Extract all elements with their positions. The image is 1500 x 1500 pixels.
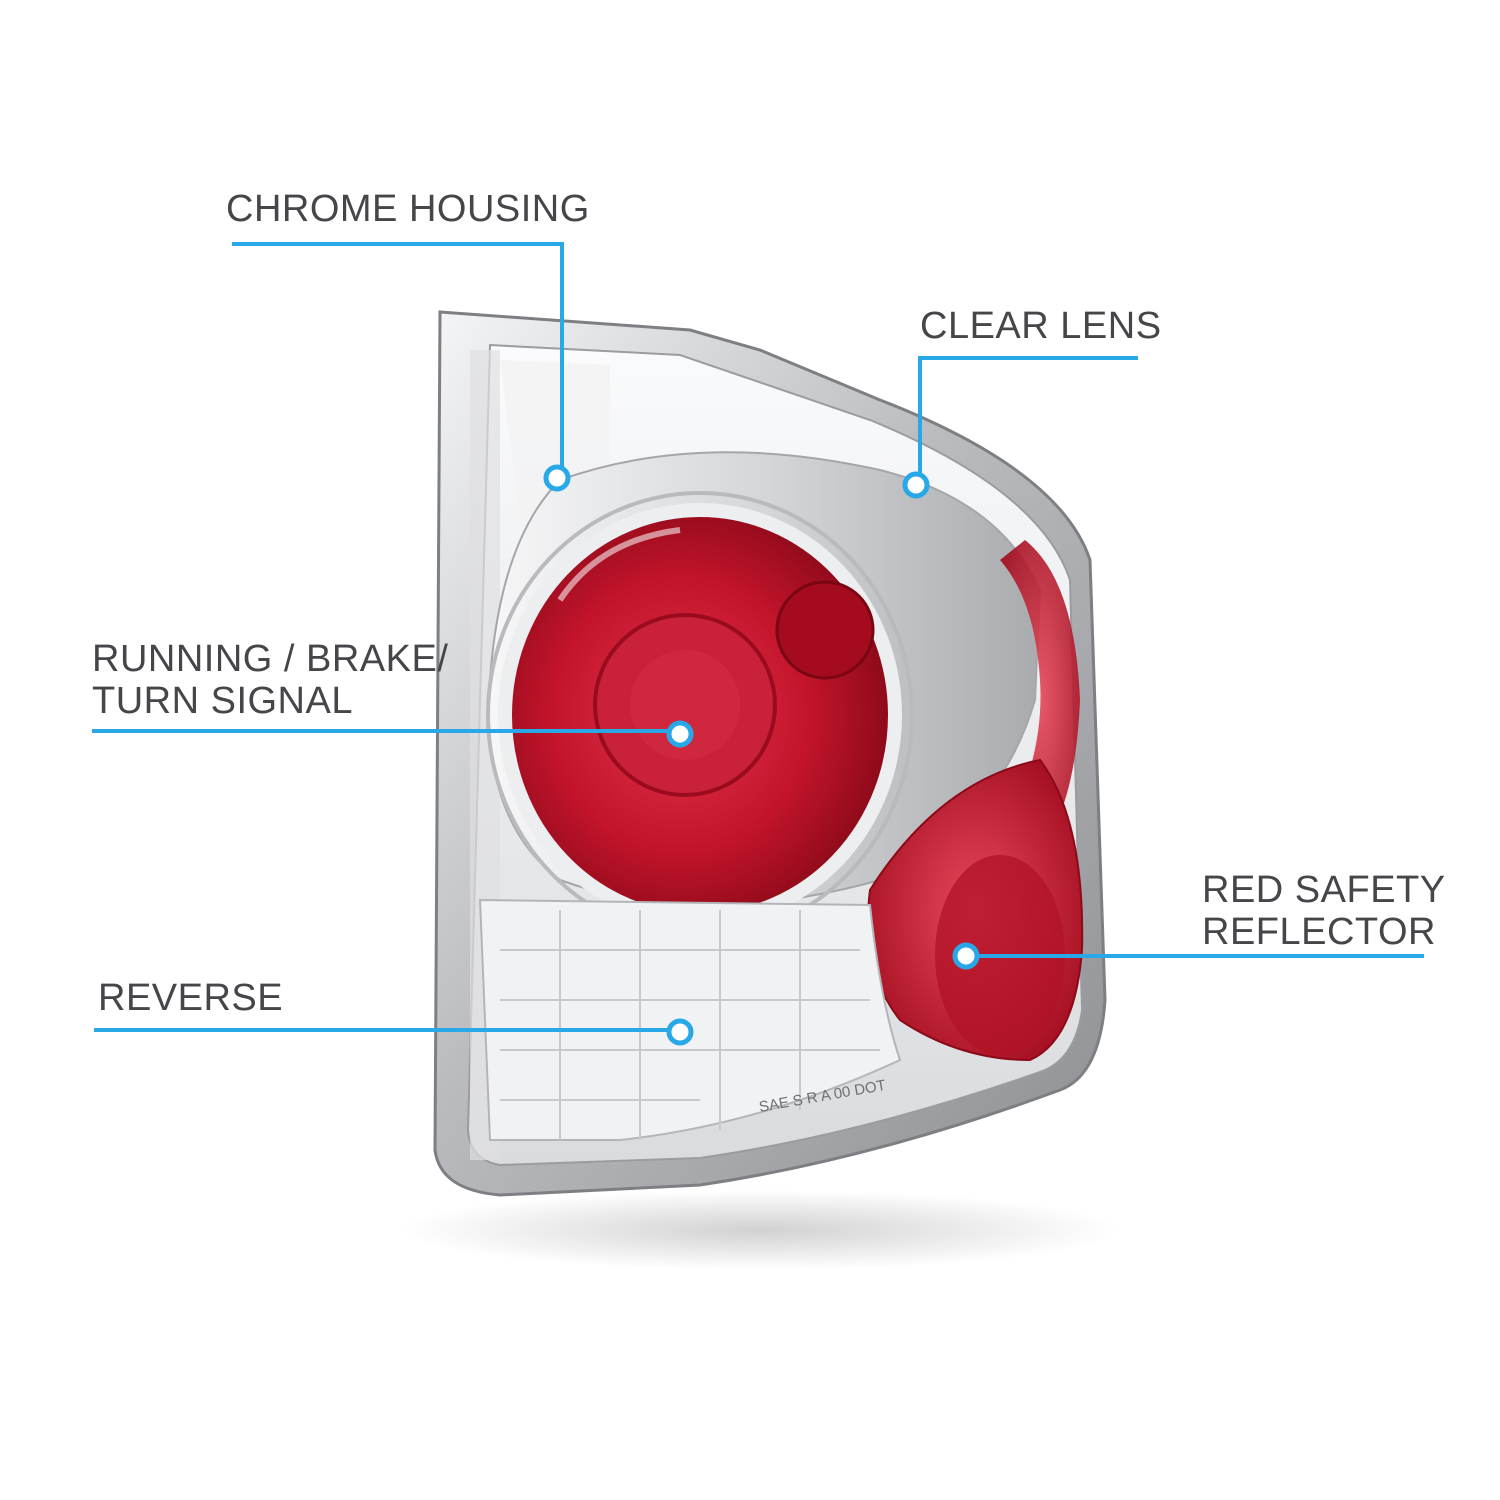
reverse-label: REVERSE — [98, 977, 283, 1019]
red-safety-reflector-label: RED SAFETY REFLECTOR — [1202, 869, 1446, 953]
reverse-lamp-section — [478, 898, 902, 1141]
chrome-housing-leader — [232, 242, 564, 478]
chrome-housing-dot — [543, 464, 571, 492]
clear-lens-label-line: CLEAR LENS — [920, 305, 1162, 347]
running-brake-turn-dot — [666, 720, 694, 748]
chrome-housing-label-line: CHROME HOUSING — [226, 188, 590, 230]
red-safety-reflector-label-line-1: RED SAFETY — [1202, 869, 1446, 911]
reverse-dot — [666, 1018, 694, 1046]
red-safety-reflector-dot — [952, 942, 980, 970]
running-brake-turn-label: RUNNING / BRAKE/ TURN SIGNAL — [92, 638, 448, 722]
red-safety-reflector-label-line-2: REFLECTOR — [1202, 911, 1436, 953]
side-red-band — [1000, 540, 1080, 860]
chrome-housing-label: CHROME HOUSING — [226, 188, 590, 230]
reverse-lens-pattern — [500, 910, 880, 1140]
reverse-label-line: REVERSE — [98, 977, 284, 1019]
running-brake-turn-label-line-1: RUNNING / BRAKE/ — [92, 638, 449, 680]
lens-highlight — [557, 527, 681, 602]
running-brake-turn-label-line-2: TURN SIGNAL — [92, 680, 353, 722]
clear-lens-dot — [902, 471, 930, 499]
bulb-socket — [775, 580, 875, 680]
clear-lens-label: CLEAR LENS — [920, 305, 1162, 347]
clear-lens-leader — [918, 356, 1138, 485]
floor-shadow — [400, 1190, 1120, 1270]
